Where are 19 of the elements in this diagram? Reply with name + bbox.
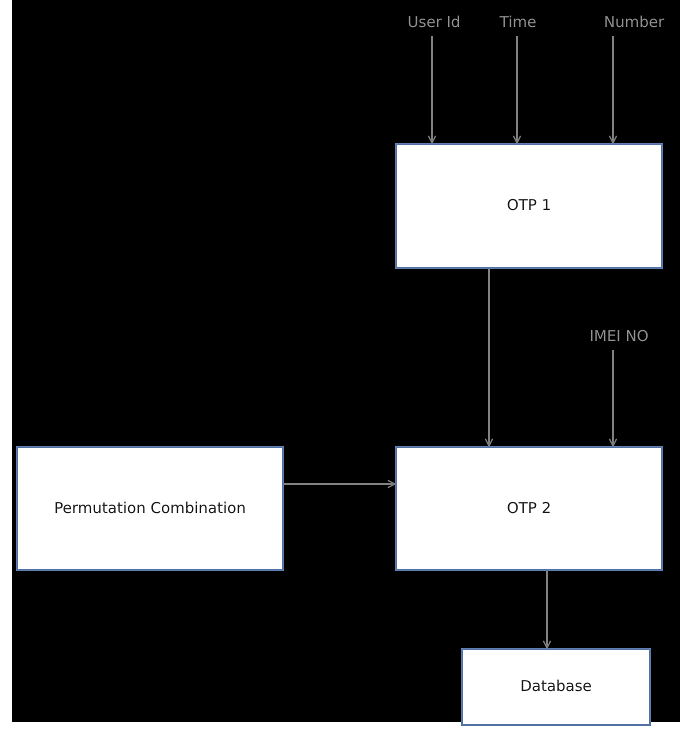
arrow <box>512 36 522 144</box>
input-label: User Id <box>408 13 460 31</box>
arrow <box>542 571 552 649</box>
process-box <box>395 143 663 269</box>
box-label: OTP 1 <box>506 195 552 216</box>
arrow <box>608 350 618 447</box>
arrow <box>484 269 494 447</box>
input-label: Time <box>500 13 536 31</box>
arrow <box>608 36 618 144</box>
input-label: IMEI NO <box>589 327 649 345</box>
input-label: Number <box>604 13 664 31</box>
process-box <box>461 648 651 726</box>
arrow <box>284 480 396 488</box>
process-box <box>16 446 284 571</box>
box-label: Database <box>520 676 592 698</box>
process-box <box>395 446 663 571</box>
box-label: OTP 2 <box>506 498 552 519</box>
arrow <box>428 36 436 144</box>
box-label: Permutation Combination <box>54 498 246 519</box>
